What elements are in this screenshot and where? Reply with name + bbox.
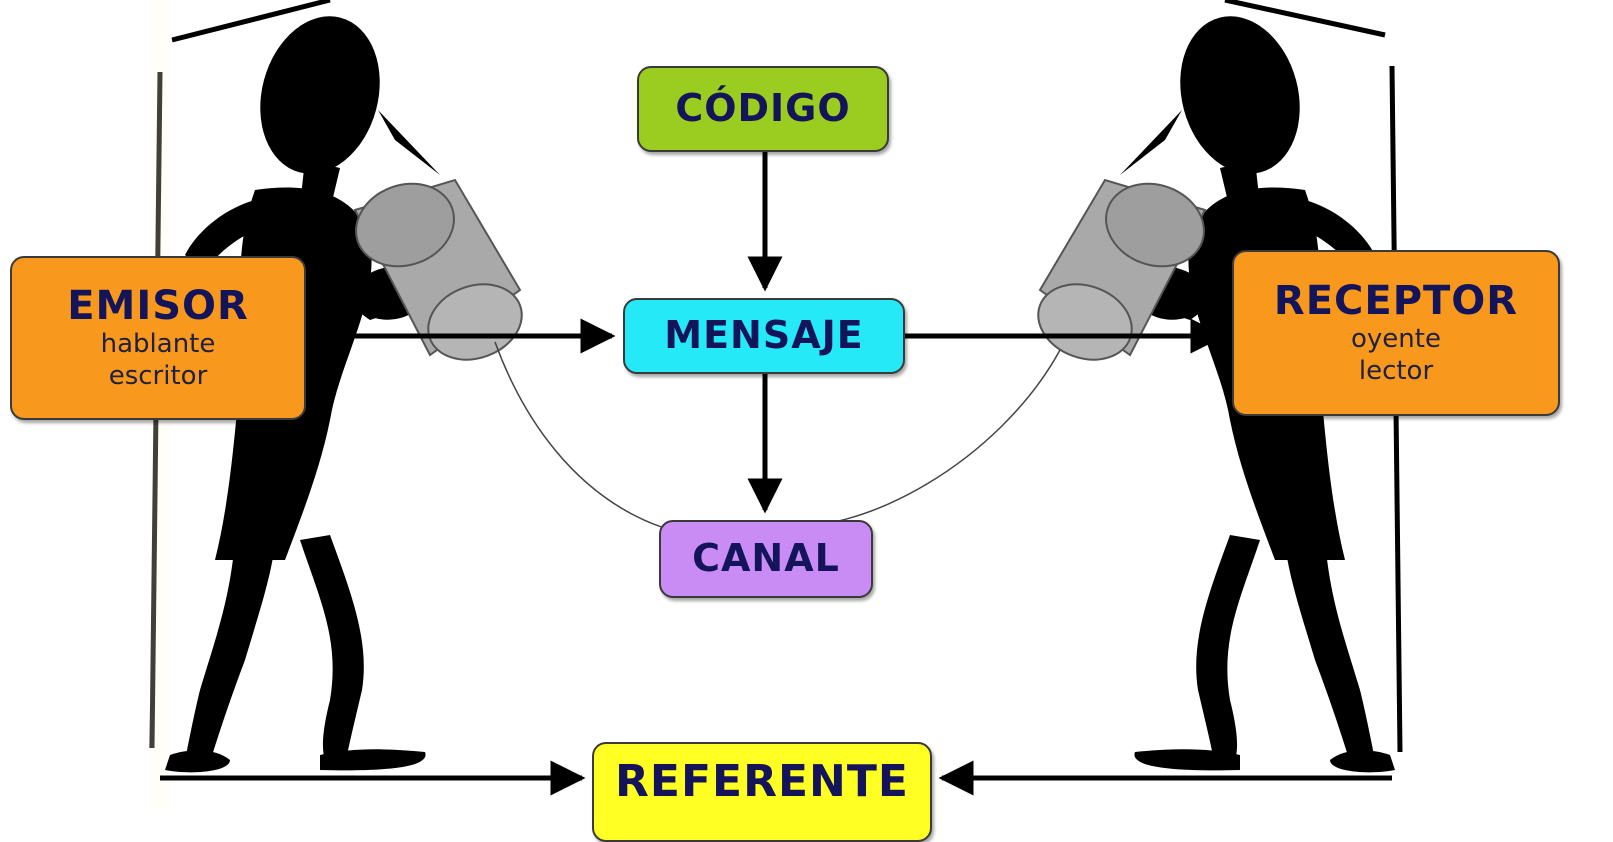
referente-node: REFERENTE [592, 742, 932, 842]
canal-title: CANAL [692, 536, 840, 581]
emisor-title: EMISOR [67, 282, 249, 329]
codigo-title: CÓDIGO [675, 86, 851, 131]
tin-can-phone-icon [343, 169, 534, 374]
emisor-line: escritor [108, 361, 208, 391]
codigo-node: CÓDIGO [637, 66, 889, 152]
mensaje-title: MENSAJE [664, 313, 864, 358]
receptor-line: lector [1358, 356, 1434, 386]
mensaje-node: MENSAJE [623, 298, 905, 374]
emisor-node: EMISOR hablante escritor [10, 256, 306, 420]
tin-can-phone-icon [1026, 169, 1217, 374]
referente-title: REFERENTE [615, 756, 909, 807]
receptor-title: RECEPTOR [1273, 277, 1519, 324]
receptor-node: RECEPTOR oyente lector [1232, 250, 1560, 416]
arrows [160, 152, 1392, 796]
emisor-line: hablante [100, 328, 216, 359]
canal-node: CANAL [659, 520, 873, 598]
receptor-line: oyente [1351, 323, 1441, 354]
